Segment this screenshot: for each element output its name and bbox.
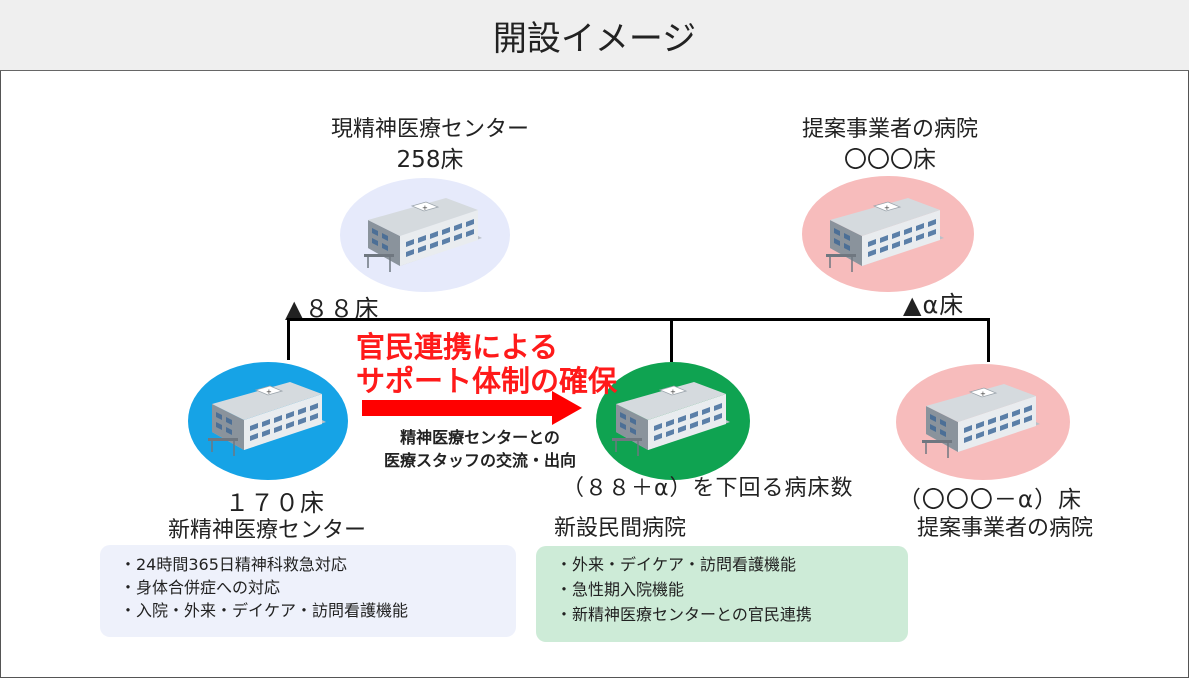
proposer-hospital-reduction: ▲α床 bbox=[903, 291, 965, 319]
proposer-hospital-label: 提案事業者の病院 bbox=[801, 117, 978, 142]
proposer-after-label: 提案事業者の病院 bbox=[916, 516, 1093, 541]
proposer-hospital-building-icon: + bbox=[826, 198, 944, 272]
svg-text:+: + bbox=[884, 204, 890, 212]
svg-text:+: + bbox=[266, 388, 272, 396]
new-private-feature-item: ・外来・デイケア・訪問看護機能 bbox=[556, 555, 797, 574]
new-center-feature-item: ・入院・外来・デイケア・訪問看護機能 bbox=[120, 601, 409, 620]
svg-text:+: + bbox=[670, 388, 676, 396]
support-note-line2: 医療スタッフの交流・出向 bbox=[383, 451, 576, 470]
page-title: 開設イメージ bbox=[0, 0, 1189, 71]
connector-drop-proposer bbox=[987, 318, 990, 362]
svg-text:+: + bbox=[980, 390, 986, 398]
new-private-feature-box: ・外来・デイケア・訪問看護機能 ・急性期入院機能 ・新精神医療センターとの官民連… bbox=[536, 546, 908, 642]
proposer-after-building-icon: + bbox=[922, 384, 1040, 458]
support-arrow-icon bbox=[362, 391, 582, 425]
new-center-building-icon: + bbox=[208, 382, 326, 456]
current-center-building-icon: + bbox=[364, 198, 482, 272]
new-private-label: 新設民間病院 bbox=[554, 516, 687, 541]
new-center-feature-box: ・24時間365日精神科救急対応 ・身体合併症への対応 ・入院・外来・デイケア・… bbox=[100, 545, 516, 637]
new-private-beds: （８８＋α）を下回る病床数 bbox=[562, 476, 854, 501]
current-center-beds: 258床 bbox=[396, 147, 464, 173]
proposer-after-beds: （〇〇〇－α）床 bbox=[897, 487, 1083, 513]
new-private-feature-item: ・新精神医療センターとの官民連携 bbox=[556, 605, 812, 624]
new-private-building-icon: + bbox=[612, 382, 730, 456]
connector-drop-new-private bbox=[670, 318, 673, 362]
new-center-beds: １７０床 bbox=[225, 489, 325, 517]
new-center-label: 新精神医療センター bbox=[168, 518, 367, 543]
new-center-feature-item: ・24時間365日精神科救急対応 bbox=[120, 555, 347, 574]
new-private-feature-item: ・急性期入院機能 bbox=[556, 580, 685, 599]
connector-drop-new-center bbox=[287, 318, 290, 360]
new-center-feature-item: ・身体合併症への対応 bbox=[120, 578, 281, 597]
current-center-label: 現精神医療センター bbox=[330, 117, 529, 142]
proposer-hospital-beds: 〇〇〇床 bbox=[844, 147, 936, 173]
support-heading-line2: サポート体制の確保 bbox=[356, 364, 618, 398]
svg-text:+: + bbox=[422, 204, 428, 212]
support-heading-line1: 官民連携による bbox=[356, 330, 559, 364]
connector-horizontal-line bbox=[287, 318, 990, 321]
support-note-line1: 精神医療センターとの bbox=[400, 428, 560, 447]
